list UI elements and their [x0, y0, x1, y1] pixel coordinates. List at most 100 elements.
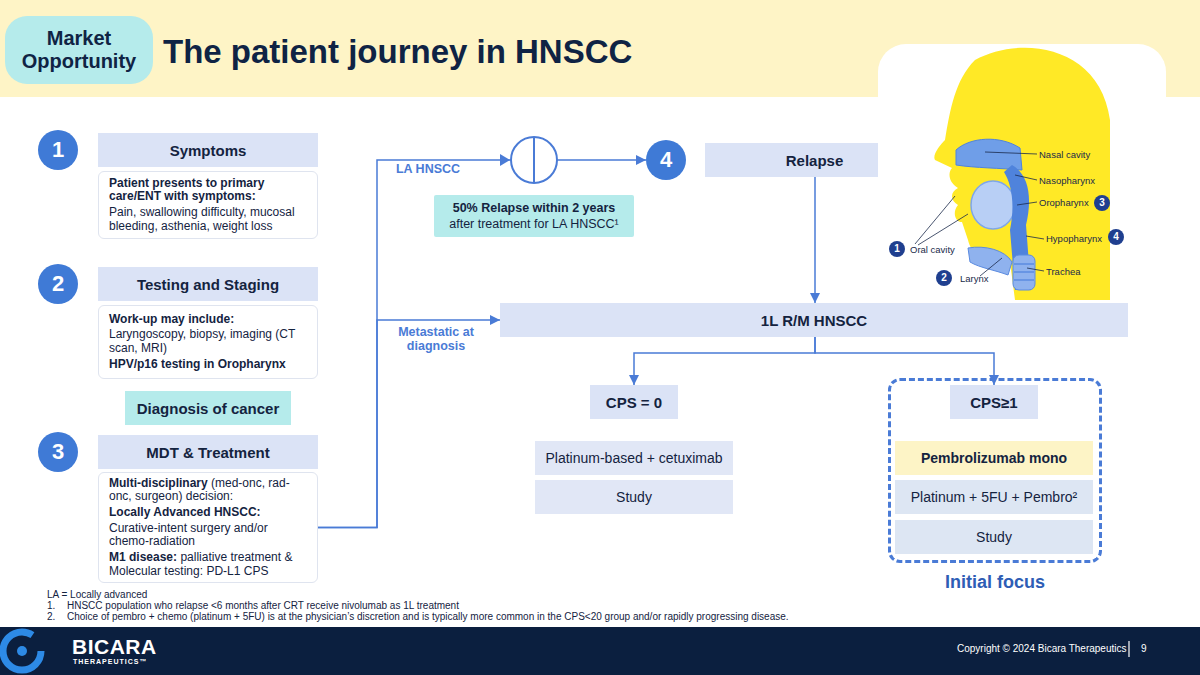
node-text: Relapse: [786, 152, 844, 169]
node-text: Curative-intent surgery and/or chemo-rad…: [109, 522, 307, 549]
footer-divider: [1128, 641, 1129, 657]
biomarker-box: CPS≥1: [950, 385, 1038, 419]
part-name: Nasal cavity: [1039, 149, 1090, 160]
node-text: Market Opportunity: [5, 27, 153, 73]
node-text: Laryngoscopy, biopsy, imaging (CT scan, …: [109, 328, 307, 355]
node-text: Study: [616, 489, 652, 505]
part-name: Larynx: [960, 273, 989, 284]
logo-text: THERAPEUTICS™: [73, 658, 147, 665]
trachea-ring: [1014, 279, 1034, 281]
node-text: 50% Relapse within 2 years: [453, 200, 616, 216]
step-number: 4: [646, 140, 686, 180]
part-name: Oral cavity: [910, 244, 955, 255]
node-text: Diagnosis of cancer: [137, 400, 280, 417]
arrow-head: [500, 154, 510, 166]
node-text: Pain, swallowing difficulty, mucosal ble…: [109, 206, 307, 233]
illustration-card: [878, 44, 1166, 302]
section-badge: Market Opportunity: [5, 16, 153, 84]
leader-line: [1027, 268, 1044, 271]
node-text: Patient presents to primary care/ENT wit…: [109, 177, 307, 204]
footnote: Choice of pembro + chemo (platinum + 5FU…: [67, 611, 789, 622]
larynx-shape: [968, 247, 1012, 275]
callout-number: 3: [1094, 195, 1110, 211]
logo-mark: [3, 632, 41, 670]
step-heading: Testing and Staging: [98, 267, 318, 301]
step-detail: Patient presents to primary care/ENT wit…: [98, 171, 318, 239]
treatment-option: Study: [895, 520, 1093, 554]
node-text: Platinum + 5FU + Pembro²: [911, 489, 1078, 505]
step-heading: MDT & Treatment: [98, 435, 318, 469]
flow-arrow: [815, 337, 994, 385]
node-text: 4: [660, 147, 672, 173]
node-text: Work-up may include:: [109, 313, 307, 327]
node-text: M1 disease: palliative treatment & Molec…: [109, 551, 307, 578]
leader-line: [1026, 236, 1044, 239]
flow-arrow: [318, 160, 646, 528]
logo-mark: [17, 646, 27, 656]
footnote: HNSCC population who relapse <6 months a…: [67, 600, 459, 611]
flow-arrow: [634, 337, 815, 385]
nasal-cavity-shape: [956, 139, 1022, 170]
pharynx-shape: [1004, 165, 1031, 290]
text-emphasis: M1 disease:: [109, 550, 177, 564]
node-text: Platinum-based + cetuximab: [545, 450, 722, 466]
part-name: Hypopharynx: [1046, 233, 1102, 244]
half-pie-symbol: [511, 137, 557, 183]
treatment-option: Platinum-based + cetuximab: [535, 441, 733, 475]
step-number: 3: [38, 432, 78, 472]
leader-line: [1015, 175, 1037, 180]
copyright-text: Copyright © 2024 Bicara Therapeutics: [957, 643, 1127, 654]
therapy-line-band: 1L R/M HNSCC: [500, 303, 1128, 337]
footer-band: [0, 627, 1200, 675]
footnote-number: 1.: [47, 600, 55, 611]
edge-label: Metastatic at diagnosis: [390, 326, 482, 354]
footnote-number: 2.: [47, 611, 55, 622]
leader-line: [1017, 202, 1037, 205]
node-text: Locally Advanced HNSCC:: [109, 506, 307, 520]
leader-line: [918, 214, 968, 245]
node-text: 2: [52, 271, 64, 297]
trachea-shape: [1013, 255, 1035, 290]
part-name: Nasopharynx: [1039, 175, 1095, 186]
leader-line: [915, 196, 955, 244]
node-text: Testing and Staging: [137, 276, 279, 293]
half-pie-divider: [533, 137, 535, 183]
trachea-ring: [1014, 271, 1034, 273]
step-detail: Work-up may include:Laryngoscopy, biopsy…: [98, 305, 318, 379]
node-text: CPS≥1: [970, 394, 1017, 411]
treatment-option: Pembrolizumab mono: [895, 441, 1093, 475]
tongue-shape: [971, 181, 1015, 229]
part-name: Oropharynx: [1039, 197, 1089, 208]
node-text: Pembrolizumab mono: [921, 450, 1067, 466]
step-number: 1: [38, 130, 78, 170]
treatment-option: Platinum + 5FU + Pembro²: [895, 480, 1093, 514]
node-text: 1L R/M HNSCC: [761, 312, 867, 329]
page-title: The patient journey in HNSCC: [163, 33, 632, 71]
node-text: CPS = 0: [606, 394, 662, 411]
callout-number: 2: [936, 270, 952, 286]
node-text: Initial focus: [888, 572, 1102, 593]
node-text: Study: [976, 529, 1012, 545]
logo-text: BICARA: [72, 635, 157, 659]
callout-number: 1: [889, 241, 905, 257]
node-text: 1: [52, 137, 64, 163]
node-text: Symptoms: [170, 142, 247, 159]
step-number: 2: [38, 264, 78, 304]
stat-box: 50% Relapse within 2 yearsafter treatmen…: [434, 195, 634, 237]
callout-number: 4: [1108, 229, 1124, 245]
step-detail: Multi-disciplinary (med-onc, rad-onc, su…: [98, 472, 318, 583]
diagnosis-box: Diagnosis of cancer: [125, 391, 291, 425]
node-text: MDT & Treatment: [146, 444, 269, 461]
head-silhouette: [934, 48, 1110, 300]
treatment-option: Study: [535, 480, 733, 514]
edge-label: LA HNSCC: [388, 163, 468, 177]
stage-box: Relapse: [705, 143, 878, 177]
footnote: LA = Locally advanced: [47, 589, 147, 600]
flow-arrow: [318, 320, 500, 528]
node-text: 3: [52, 439, 64, 465]
trachea-ring: [1014, 263, 1034, 265]
step-heading: Symptoms: [98, 133, 318, 167]
part-name: Trachea: [1046, 266, 1081, 277]
